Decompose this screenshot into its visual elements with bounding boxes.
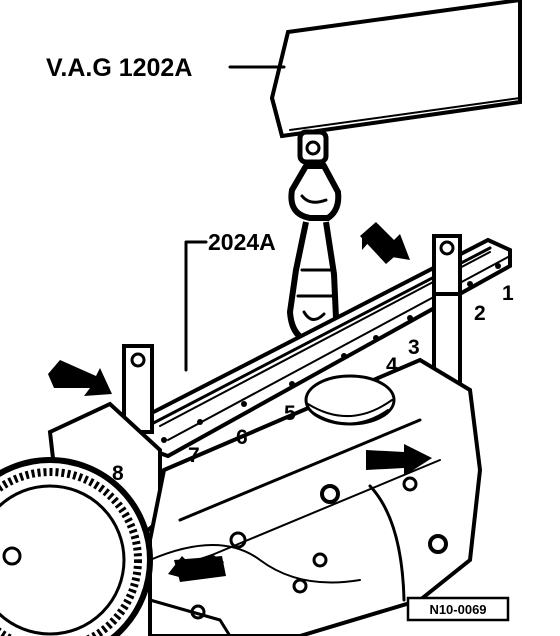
belt-pulley	[0, 457, 153, 636]
hole-number-2: 2	[474, 302, 486, 325]
arrow-top-center	[360, 222, 410, 264]
lifting-device-arm	[269, 0, 522, 139]
hole-number-3: 3	[408, 336, 420, 359]
arrow-bottom-left	[168, 554, 226, 582]
hole-number-7: 7	[188, 444, 200, 467]
lifting-device-label: V.A.G 1202A	[46, 54, 192, 82]
figure-reference-label: N10-0069	[429, 602, 486, 617]
hole-number-5: 5	[284, 402, 296, 425]
hole-number-1: 1	[502, 282, 514, 305]
crane-hook	[288, 129, 342, 221]
bracket-right-top	[432, 234, 462, 304]
leader-line-support-bar	[184, 240, 208, 372]
support-bar-label: 2024A	[208, 229, 276, 255]
figure-reference-box: N10-0069	[406, 596, 510, 622]
arrow-right-lower	[366, 444, 432, 476]
hole-number-6: 6	[236, 426, 248, 449]
hole-number-4: 4	[386, 354, 398, 377]
hole-number-8: 8	[112, 462, 124, 485]
bracket-left-rear	[122, 344, 154, 434]
arrow-left	[48, 360, 112, 396]
lifting-chain	[286, 221, 340, 346]
